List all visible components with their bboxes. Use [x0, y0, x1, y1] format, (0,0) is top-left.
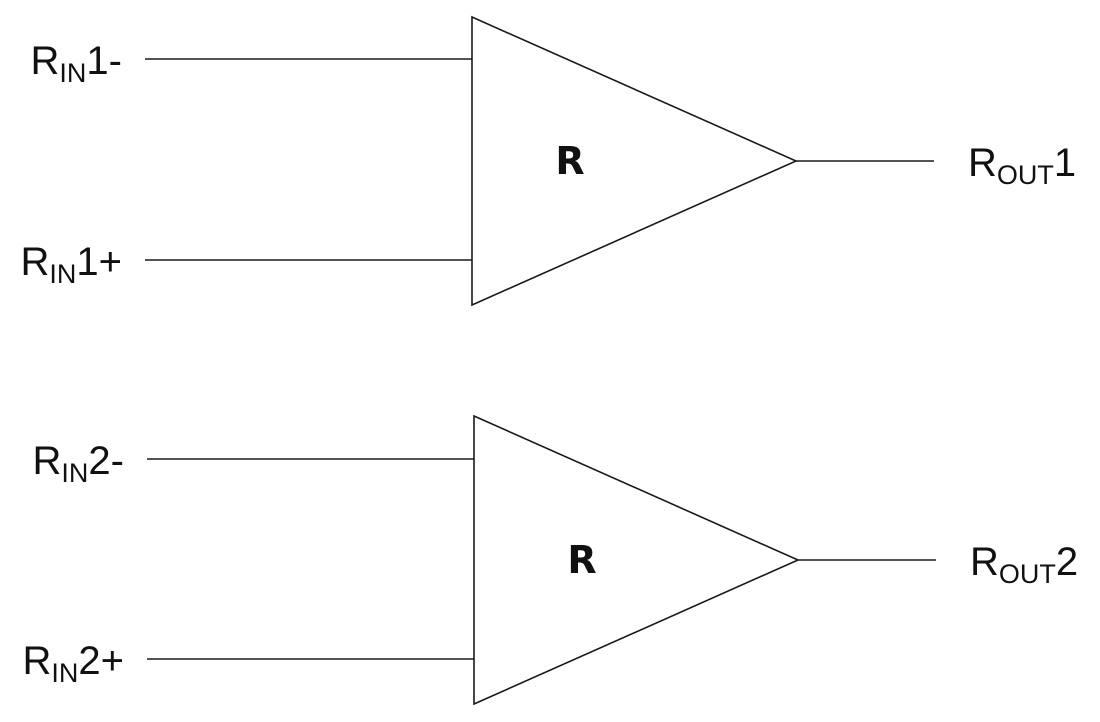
- receiver-1-input-plus-label: RIN1+: [21, 240, 123, 289]
- receiver-2-symbol: R: [567, 538, 596, 582]
- receiver-1-output-label: ROUT1: [968, 141, 1076, 190]
- receiver-1-triangle: [471, 15, 798, 307]
- receiver-2: R RIN2- RIN2+ ROUT2: [23, 414, 1078, 706]
- receiver-2-input-plus-label: RIN2+: [23, 639, 125, 688]
- receiver-1-symbol: R: [555, 139, 584, 183]
- receiver-1: R RIN1- RIN1+ ROUT1: [21, 15, 1076, 307]
- receiver-1-input-minus-label: RIN1-: [31, 39, 122, 88]
- receiver-2-input-minus-label: RIN2-: [33, 439, 124, 488]
- receiver-2-triangle: [473, 414, 800, 706]
- receiver-2-output-label: ROUT2: [970, 540, 1078, 589]
